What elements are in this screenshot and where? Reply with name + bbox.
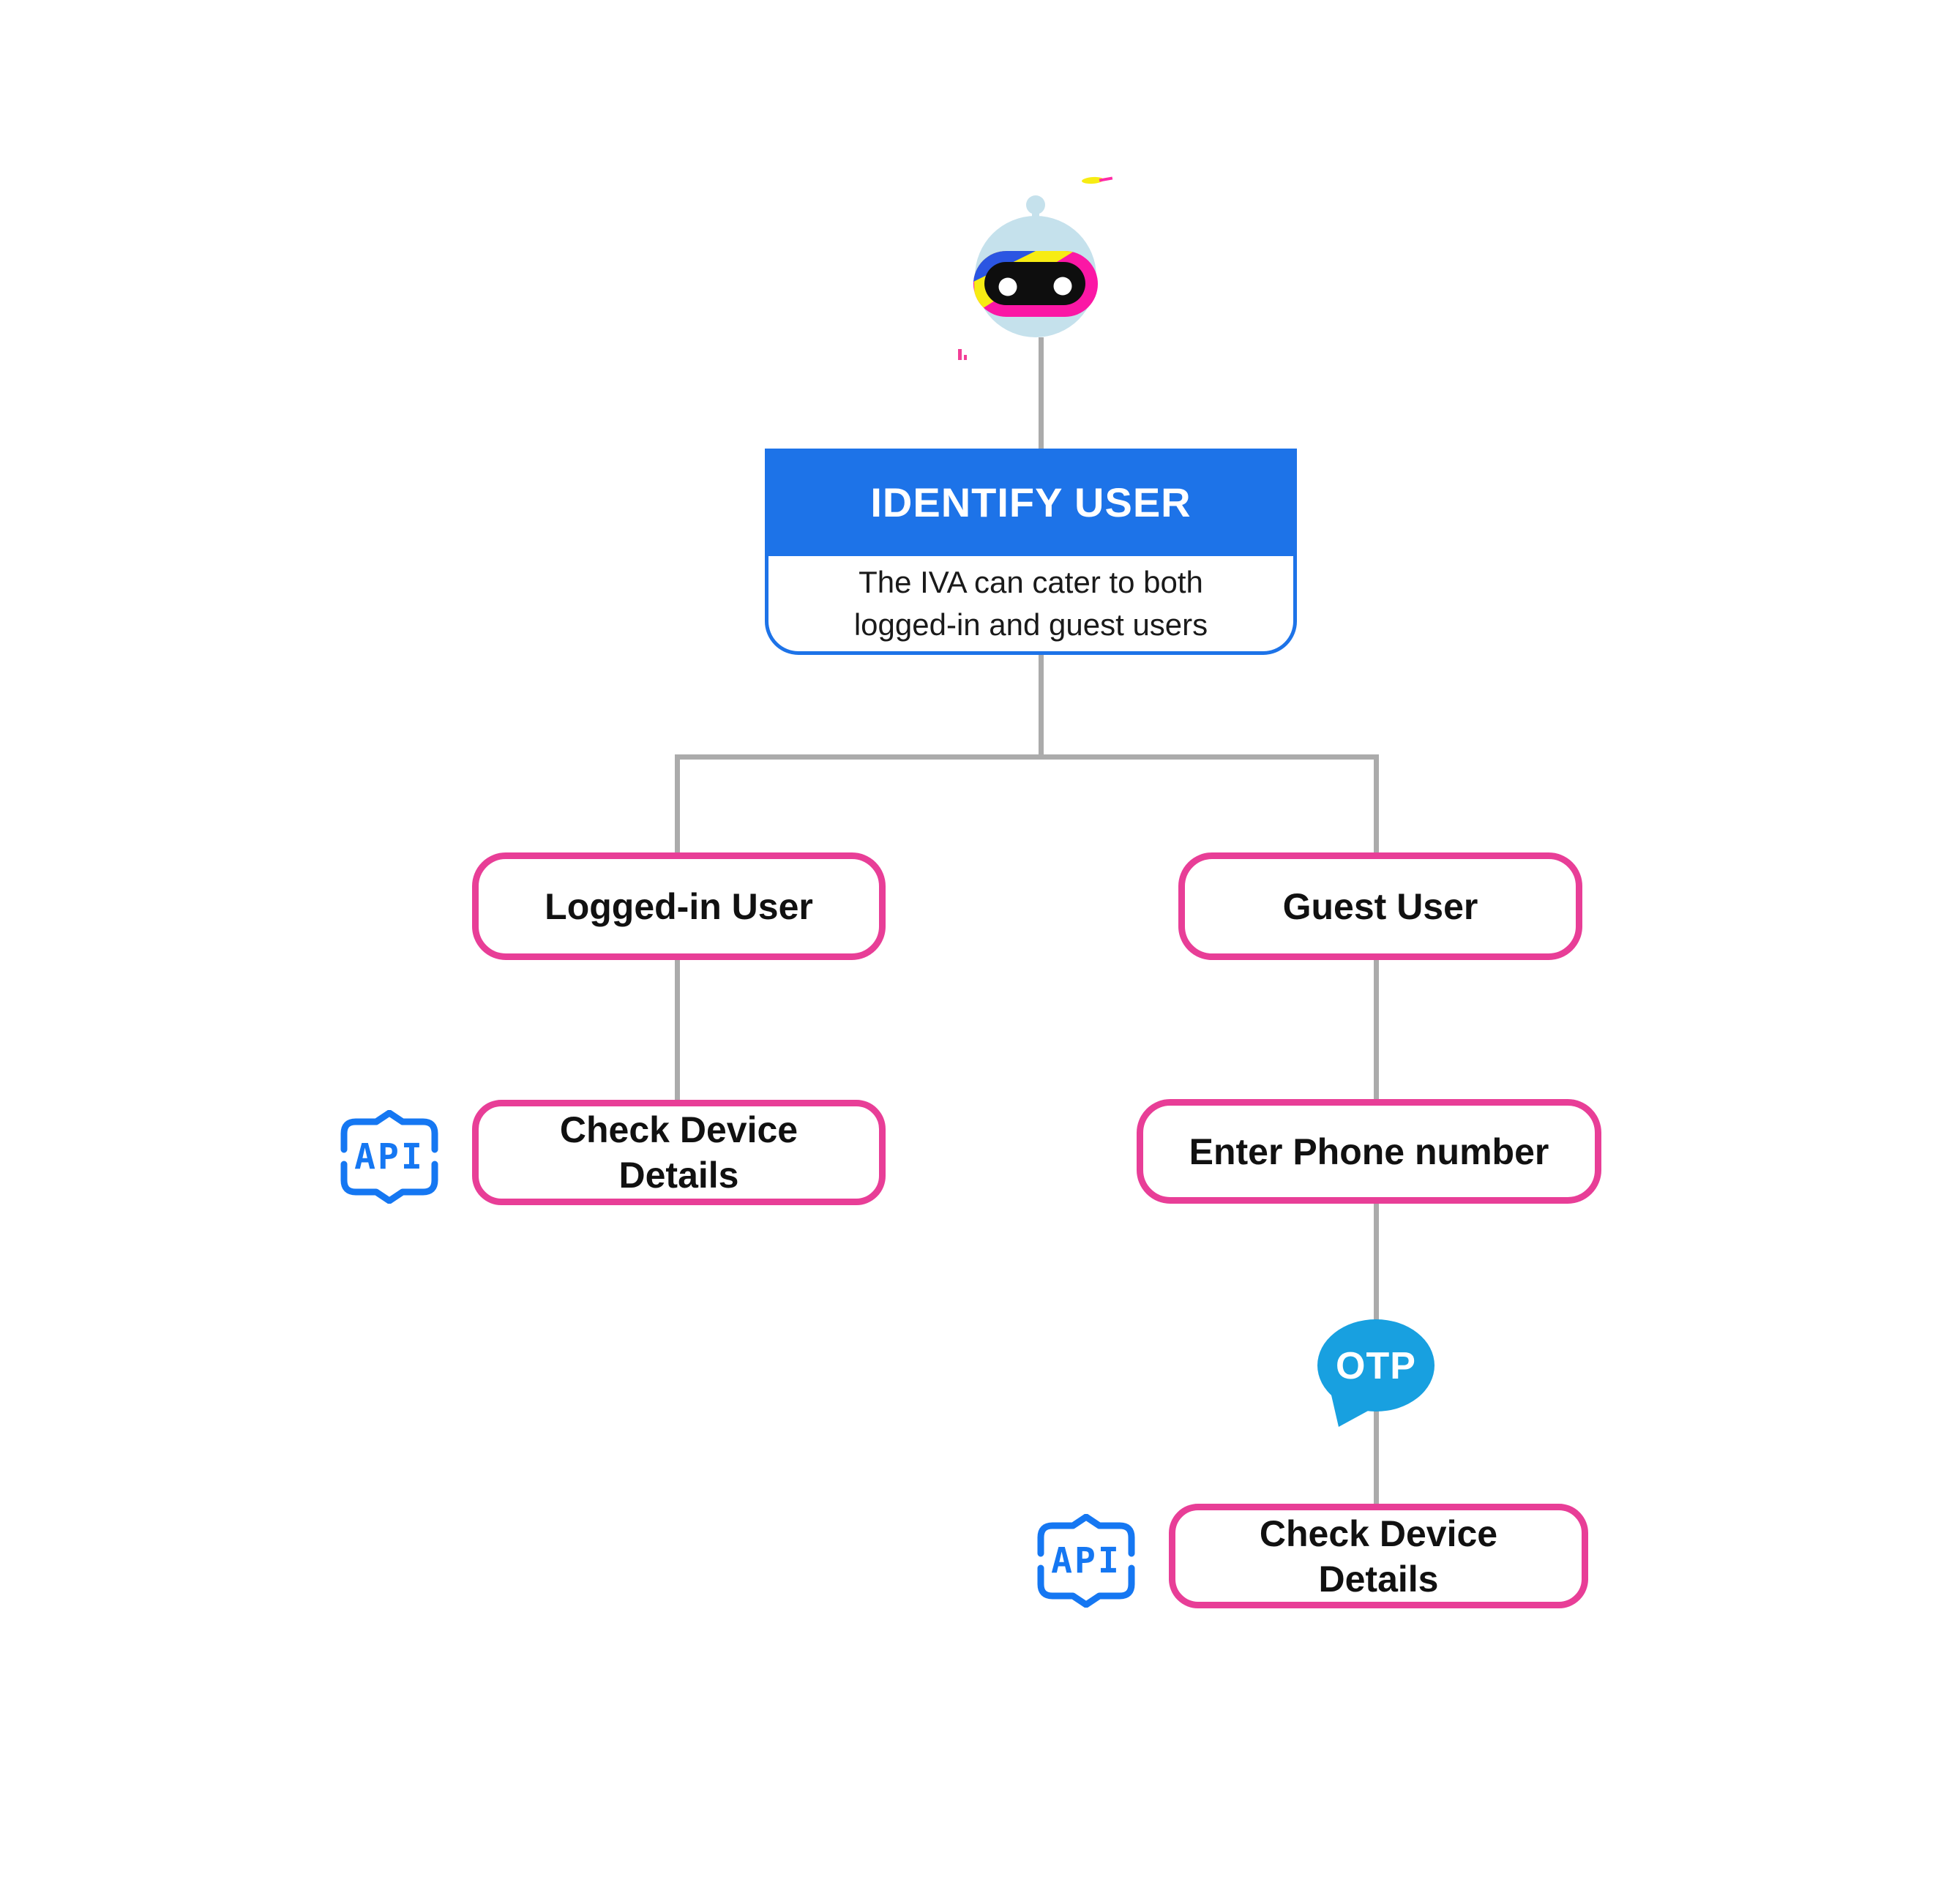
robot-antenna-ball	[1026, 195, 1045, 214]
connector-line	[1374, 754, 1379, 852]
api-icon: API	[1037, 1514, 1135, 1608]
identify-user-node: IDENTIFY USER The IVA can cater to both …	[765, 449, 1297, 655]
connector-line	[1374, 959, 1379, 1099]
logged-in-user-node: Logged-in User	[472, 852, 886, 960]
pink-tick-artifact	[964, 355, 967, 360]
api-icon: API	[340, 1110, 438, 1204]
identify-user-header: IDENTIFY USER	[768, 452, 1293, 556]
guest-user-label: Guest User	[1282, 885, 1478, 927]
connector-line	[675, 754, 1379, 760]
connector-line	[1039, 655, 1044, 760]
check-device-details-left-node: Check Device Details	[472, 1100, 886, 1205]
api-icon-label: API	[1051, 1540, 1121, 1581]
robot-eye-right	[1053, 277, 1072, 296]
identify-user-title: IDENTIFY USER	[870, 479, 1192, 525]
enter-phone-number-node: Enter Phone number	[1137, 1099, 1601, 1204]
check-device-details-right-node: Check Device Details	[1169, 1504, 1588, 1608]
identify-user-description-wrap: The IVA can cater to both logged-in and …	[768, 556, 1293, 651]
logged-in-user-label: Logged-in User	[545, 885, 813, 927]
check-device-details-right-label: Check Device Details	[1259, 1512, 1498, 1600]
identify-user-description: The IVA can cater to both logged-in and …	[853, 565, 1208, 642]
api-icon-label: API	[354, 1136, 424, 1177]
robot-icon	[973, 195, 1098, 337]
otp-icon-label: OTP	[1336, 1345, 1416, 1387]
connector-line	[675, 754, 680, 852]
connector-line	[675, 960, 680, 1100]
connector-line	[1039, 337, 1044, 449]
check-device-details-left-label: Check Device Details	[559, 1109, 798, 1196]
guest-user-node: Guest User	[1178, 852, 1582, 960]
pink-tick-artifact	[958, 349, 962, 360]
robot-eye-left	[998, 277, 1017, 296]
enter-phone-number-label: Enter Phone number	[1189, 1131, 1549, 1172]
otp-icon: OTP	[1317, 1319, 1435, 1427]
